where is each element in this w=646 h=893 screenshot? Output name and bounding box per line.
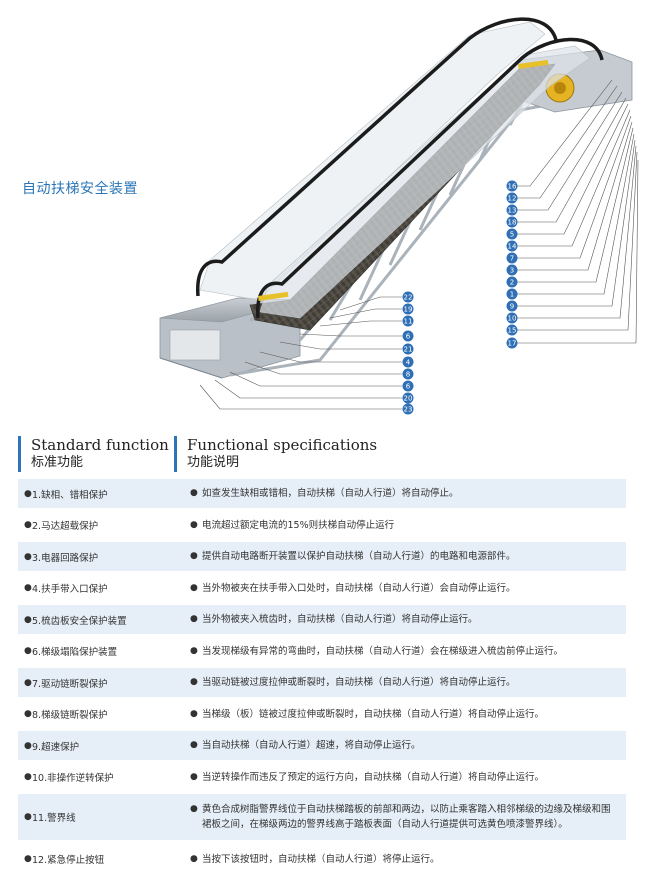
table-row: ●1.缺相、错相保护 ●如查发生缺相或错相，自动扶梯（自动人行道）将自动停止。 — [18, 479, 626, 508]
bullet-icon: ● — [190, 708, 198, 719]
callout-7: 7 — [506, 252, 518, 264]
bullet-icon: ● — [24, 646, 32, 656]
callout-14: 14 — [506, 240, 518, 252]
callout-22: 22 — [402, 291, 414, 303]
svg-text:13: 13 — [508, 207, 517, 215]
bullet-icon: ● — [190, 519, 198, 530]
table-row: ●5.梳齿板安全保护装置 ●当外物被夹入梳齿时，自动扶梯（自动人行道）将自动停止… — [18, 605, 626, 634]
svg-text:4: 4 — [406, 359, 411, 367]
svg-text:11: 11 — [404, 318, 413, 326]
callouts-right: 16 12 13 18 5 14 7 3 2 1 9 10 15 17 — [506, 180, 518, 349]
callouts-left: 22 19 11 6 21 4 8 6 20 23 — [402, 291, 414, 415]
page-title: 自动扶梯安全装置 — [22, 181, 138, 197]
spec-table: ●1.缺相、错相保护 ●如查发生缺相或错相，自动扶梯（自动人行道）将自动停止。 … — [18, 479, 626, 878]
svg-text:23: 23 — [404, 406, 413, 414]
bullet-icon: ● — [190, 645, 198, 656]
svg-text:21: 21 — [404, 346, 413, 354]
table-row: ●8.梯级链断裂保护 ●当梯级（板）链被过度拉伸或断裂时，自动扶梯（自动人行道）… — [24, 708, 545, 722]
svg-text:9: 9 — [510, 303, 514, 311]
bullet-icon: ● — [24, 551, 32, 562]
handrail-right — [256, 37, 604, 319]
bullet-icon: ● — [24, 614, 32, 625]
callout-11: 11 — [402, 315, 414, 327]
table-row: ●6.梯级塌陷保护装置 ●当发现梯级有异常的弯曲时，自动扶梯（自动人行道）会在梯… — [24, 645, 564, 659]
callout-3: 3 — [506, 264, 518, 276]
table-row: ●2.马达超载保护 ●电流超过额定电流的15%则扶梯自动停止运行 — [24, 519, 395, 533]
bullet-icon: ● — [24, 812, 32, 822]
callout-leaders-left — [199, 296, 402, 410]
callout-5: 5 — [506, 228, 518, 240]
standard-function-heading: Standard function 标准功能 — [18, 436, 169, 472]
callout-4: 4 — [402, 356, 414, 368]
callout-leaders-right — [508, 79, 639, 344]
callout-16: 16 — [506, 180, 518, 192]
callout-6b: 6 — [402, 380, 414, 392]
callout-9: 9 — [506, 300, 518, 312]
table-row: ●7.驱动链断裂保护 ●当驱动链被过度拉伸或断裂时，自动扶梯（自动人行道）将自动… — [18, 668, 626, 697]
bullet-icon: ● — [24, 854, 32, 864]
functional-specifications-heading: Functional specifications 功能说明 — [174, 436, 377, 472]
callout-15: 15 — [506, 324, 518, 336]
bullet-icon: ● — [24, 488, 32, 499]
callout-21: 21 — [402, 343, 414, 355]
callout-8: 8 — [402, 368, 414, 380]
svg-text:8: 8 — [406, 371, 410, 379]
bullet-icon: ● — [24, 740, 32, 751]
spec-header: Standard function 标准功能 Functional specif… — [0, 436, 646, 476]
balustrade-glass-right — [259, 45, 591, 319]
bullet-icon: ● — [24, 709, 32, 719]
bullet-icon: ● — [24, 677, 32, 688]
svg-text:18: 18 — [508, 219, 517, 227]
svg-text:10: 10 — [508, 315, 517, 323]
callout-19: 19 — [402, 303, 414, 315]
callout-1: 1 — [506, 288, 518, 300]
table-row: ●3.电器回路保护 ●提供自动电路断开装置以保护自动扶梯（自动人行道）的电路和电… — [18, 542, 626, 571]
handrail-left — [196, 17, 558, 297]
svg-text:19: 19 — [404, 306, 413, 314]
svg-text:17: 17 — [508, 340, 517, 348]
svg-text:14: 14 — [508, 243, 517, 251]
bullet-icon: ● — [24, 583, 32, 593]
callout-20: 20 — [402, 392, 414, 404]
svg-text:5: 5 — [510, 231, 514, 239]
svg-text:15: 15 — [508, 327, 517, 335]
bullet-icon: ● — [190, 614, 198, 624]
callout-10: 10 — [506, 312, 518, 324]
callout-6a: 6 — [402, 330, 414, 342]
bullet-icon: ● — [190, 551, 198, 561]
svg-text:6: 6 — [406, 383, 411, 391]
bullet-icon: ● — [190, 740, 198, 750]
svg-text:20: 20 — [404, 395, 413, 403]
callout-13: 13 — [506, 204, 518, 216]
svg-text:3: 3 — [510, 267, 514, 275]
table-row: ●4.扶手带入口保护 ●当外物被夹在扶手带入口处时，自动扶梯（自动人行道）会自动… — [24, 582, 516, 596]
callout-12: 12 — [506, 192, 518, 204]
bullet-icon: ● — [190, 488, 198, 498]
callout-18: 18 — [506, 216, 518, 228]
table-row: ●10.非操作逆转保护 ●当逆转操作而违反了预定的运行方向，自动扶梯（自动人行道… — [24, 771, 545, 785]
svg-text:12: 12 — [508, 195, 517, 203]
bullet-icon: ● — [190, 804, 198, 814]
table-row: ●11.警界线 ●黄色合成树脂警界线位于自动扶梯踏板的前部和两边，以防止乘客踏入… — [18, 794, 626, 840]
svg-text:22: 22 — [404, 294, 413, 302]
table-row: ●12.紧急停止按钮 ●当按下该按钮时，自动扶梯（自动人行道）将停止运行。 — [24, 853, 440, 867]
table-row: ●9.超速保护 ●当自动扶梯（自动人行道）超速，将自动停止运行。 — [18, 731, 626, 760]
callout-23: 23 — [402, 403, 414, 415]
bullet-icon: ● — [190, 771, 198, 782]
bullet-icon: ● — [190, 853, 198, 864]
callout-2: 2 — [506, 276, 518, 288]
svg-text:6: 6 — [406, 333, 411, 341]
bullet-icon: ● — [190, 677, 198, 687]
svg-text:7: 7 — [510, 255, 514, 263]
svg-text:2: 2 — [510, 279, 514, 287]
bullet-icon: ● — [190, 582, 198, 593]
svg-text:1: 1 — [510, 291, 514, 299]
escalator-illustration: 16 12 13 18 5 14 7 3 2 1 9 10 15 17 22 1… — [159, 17, 639, 415]
callout-17: 17 — [506, 337, 518, 349]
svg-text:16: 16 — [508, 183, 517, 191]
bullet-icon: ● — [24, 772, 32, 782]
bullet-icon: ● — [24, 520, 32, 530]
